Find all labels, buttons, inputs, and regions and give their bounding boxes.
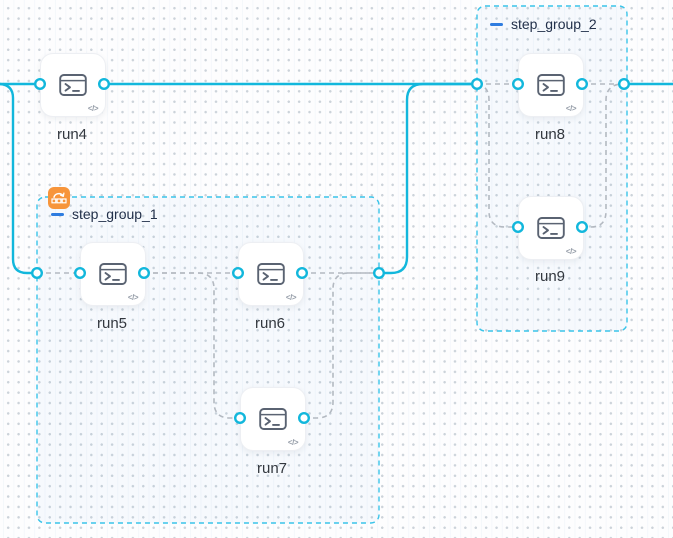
edge-run7-group1-out[interactable] [304,272,379,419]
terminal-icon [537,74,565,96]
node-run8[interactable]: </> [518,53,584,117]
edge-run9-group2-out[interactable] [582,83,624,228]
code-badge-icon: </> [565,104,577,113]
port-step-group-2-in[interactable] [471,77,484,90]
edge-run5-run7[interactable] [144,272,240,419]
node-label-run5: run5 [96,315,128,332]
code-badge-icon: </> [565,247,577,256]
group-title: step_group_1 [72,206,158,222]
port-run9-out[interactable] [576,220,589,233]
terminal-icon [537,217,565,239]
port-step-group-1-out[interactable] [373,267,386,280]
code-badge-icon: </> [287,438,299,447]
group-title: step_group_2 [511,16,597,32]
node-label-run7: run7 [256,460,288,477]
collapse-button[interactable] [51,212,64,216]
terminal-icon [259,408,287,430]
port-run8-in[interactable] [512,77,525,90]
node-run7[interactable]: </> [240,387,306,451]
port-step-group-1-in[interactable] [31,267,44,280]
port-run4-out[interactable] [97,77,110,90]
port-step-group-2-out[interactable] [618,77,631,90]
port-run5-in[interactable] [73,267,86,280]
port-run6-in[interactable] [231,267,244,280]
port-run7-in[interactable] [233,412,246,425]
node-run9[interactable]: </> [518,196,584,260]
port-run5-out[interactable] [137,267,150,280]
port-run8-out[interactable] [576,77,589,90]
port-run9-in[interactable] [512,220,525,233]
code-badge-icon: </> [87,104,99,113]
code-badge-icon: </> [127,293,139,302]
collapse-button[interactable] [490,22,503,26]
port-run6-out[interactable] [296,267,309,280]
group-header-step-group-2: step_group_2 [490,16,597,32]
terminal-icon [99,263,127,285]
terminal-icon [59,74,87,96]
terminal-icon [257,263,285,285]
node-label-run8: run8 [534,126,566,143]
loop-group-icon [48,187,70,209]
node-run6[interactable]: </> [238,242,304,306]
code-badge-icon: </> [285,293,297,302]
edge-step-group-1-step-group-2[interactable] [377,82,479,275]
node-label-run9: run9 [534,268,566,285]
port-run4-in[interactable] [34,77,47,90]
node-run5[interactable]: </> [80,242,146,306]
node-label-run4: run4 [56,126,88,143]
node-label-run6: run6 [254,315,286,332]
edge-input-step-group-1[interactable] [0,82,39,275]
node-run4[interactable]: </> [40,53,106,117]
port-run7-out[interactable] [298,412,311,425]
edge-group2-in-run9[interactable] [476,83,518,228]
group-header-step-group-1: step_group_1 [51,206,158,222]
